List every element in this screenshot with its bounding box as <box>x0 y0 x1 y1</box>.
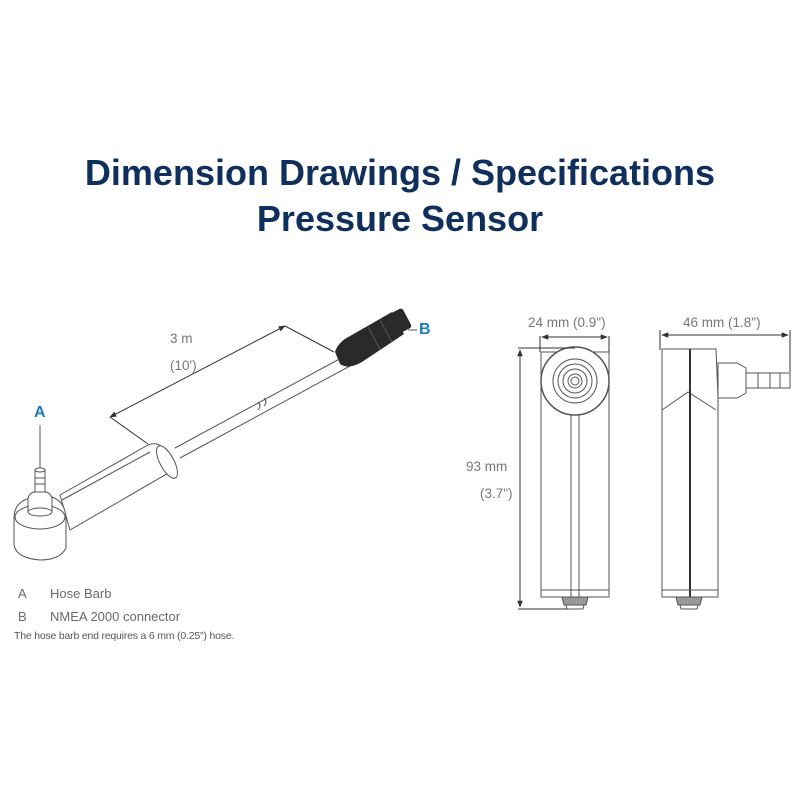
callout-a: A <box>34 404 46 421</box>
legend-key: A <box>18 586 27 601</box>
cable-length-imperial-label: (10') <box>170 358 197 373</box>
side-view-dimensions <box>659 330 791 372</box>
nmea-connector-drawing <box>335 308 412 367</box>
callout-b: B <box>419 321 431 338</box>
front-view-dimensions <box>517 334 610 610</box>
cable-length-dimension <box>109 325 335 445</box>
cable-length-metric-label: 3 m <box>170 331 193 346</box>
side-view-drawing <box>661 348 791 610</box>
legend-label: NMEA 2000 connector <box>50 609 181 624</box>
legend-item-a: A Hose Barb <box>14 582 234 605</box>
hose-requirement-note: The hose barb end requires a 6 mm (0.25"… <box>14 630 235 642</box>
parts-legend: A Hose Barb B NMEA 2000 connector The ho… <box>14 582 234 642</box>
isometric-sensor-drawing <box>13 355 351 561</box>
title-line-2: Pressure Sensor <box>256 198 544 239</box>
front-height-imperial-label: (3.7") <box>480 486 513 501</box>
title-line-1: Dimension Drawings / Specifications <box>84 152 716 193</box>
legend-label: Hose Barb <box>50 586 112 601</box>
page-title: Dimension Drawings / Specifications Pres… <box>0 150 800 242</box>
legend-key: B <box>18 609 27 624</box>
legend-item-b: B NMEA 2000 connector <box>14 605 234 628</box>
front-height-metric-label: 93 mm <box>466 459 508 474</box>
front-view-drawing <box>540 346 610 610</box>
side-depth-label: 46 mm (1.8") <box>683 315 761 330</box>
front-width-label: 24 mm (0.9") <box>528 315 606 330</box>
